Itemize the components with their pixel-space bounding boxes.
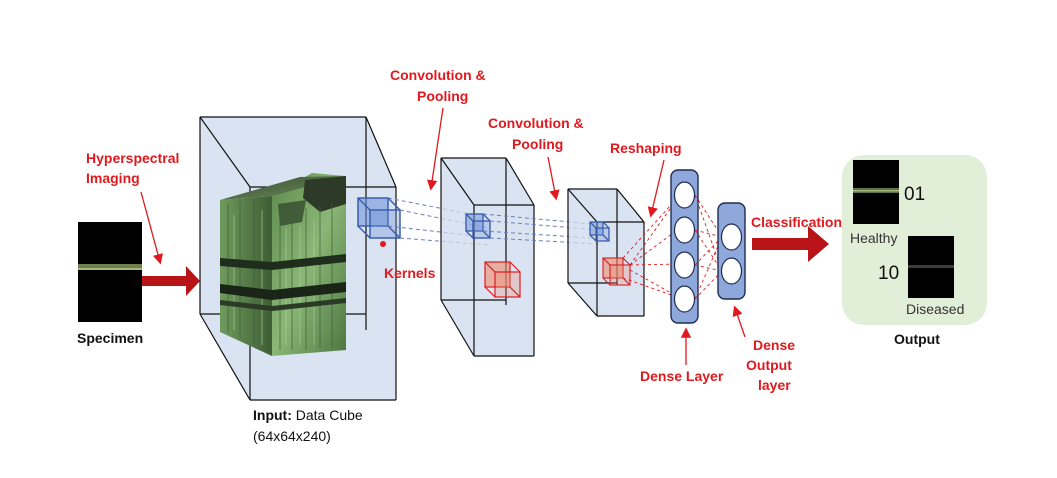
hyperspectral-pointer-arrow xyxy=(140,191,163,265)
input-label-rest: Data Cube xyxy=(292,407,363,423)
classification-label: Classification xyxy=(751,214,842,230)
dense-output-layer xyxy=(717,202,746,300)
dense-neuron-3 xyxy=(673,251,696,279)
conv2-red-kernel xyxy=(602,257,631,286)
data-cube-image xyxy=(220,173,346,356)
dense-output-label-line1: Dense xyxy=(753,337,795,353)
reshaping-pointer-arrow xyxy=(647,159,665,218)
kernels-label: Kernels xyxy=(384,265,436,281)
dense-neuron-1 xyxy=(673,181,696,209)
classification-arrow xyxy=(752,226,829,262)
kernel-marker xyxy=(380,241,386,247)
dense-output-label-line2: Output xyxy=(746,357,792,373)
output-label: Output xyxy=(894,331,940,347)
healthy-label: Healthy xyxy=(850,230,897,246)
dense-neuron-2 xyxy=(673,216,696,244)
conv2-label-line2: Pooling xyxy=(512,136,563,152)
output-neuron-2 xyxy=(720,257,743,285)
diseased-code: 10 xyxy=(878,263,899,284)
conv1-pointer-arrow xyxy=(427,107,444,191)
reshaping-label: Reshaping xyxy=(610,140,682,156)
input-label: Input: Data Cube xyxy=(253,407,363,423)
dense-output-pointer-arrow xyxy=(732,305,746,338)
output-neuron-1 xyxy=(720,223,743,251)
specimen-to-cube-arrow xyxy=(142,266,200,296)
conv1-blue-kernel xyxy=(465,213,491,239)
diseased-sample-image xyxy=(908,236,954,298)
dense-output-label-line3: layer xyxy=(758,377,791,393)
conv2-blue-kernel xyxy=(589,221,610,242)
conv2-label-line1: Convolution & xyxy=(488,115,584,131)
healthy-sample-image xyxy=(853,160,899,224)
hyperspectral-label-line1: Hyperspectral xyxy=(86,150,179,166)
specimen-image xyxy=(78,222,142,322)
input-dims-label: (64x64x240) xyxy=(253,428,331,444)
conv1-label-line2: Pooling xyxy=(417,88,468,104)
specimen-label: Specimen xyxy=(77,330,143,346)
conv1-label-line1: Convolution & xyxy=(390,67,486,83)
hyperspectral-label-line2: Imaging xyxy=(86,170,140,186)
diseased-label: Diseased xyxy=(906,301,964,317)
dense-layer-label: Dense Layer xyxy=(640,368,724,384)
input-label-bold: Input: xyxy=(253,407,292,423)
conv1-volume xyxy=(440,157,535,357)
dense-neuron-4 xyxy=(673,285,696,313)
dense-layer xyxy=(670,169,699,324)
input-kernel xyxy=(357,197,401,239)
conv2-volume xyxy=(567,188,645,317)
healthy-code: 01 xyxy=(904,184,925,205)
conv2-pointer-arrow xyxy=(547,156,560,201)
conv1-red-kernel xyxy=(484,261,521,298)
